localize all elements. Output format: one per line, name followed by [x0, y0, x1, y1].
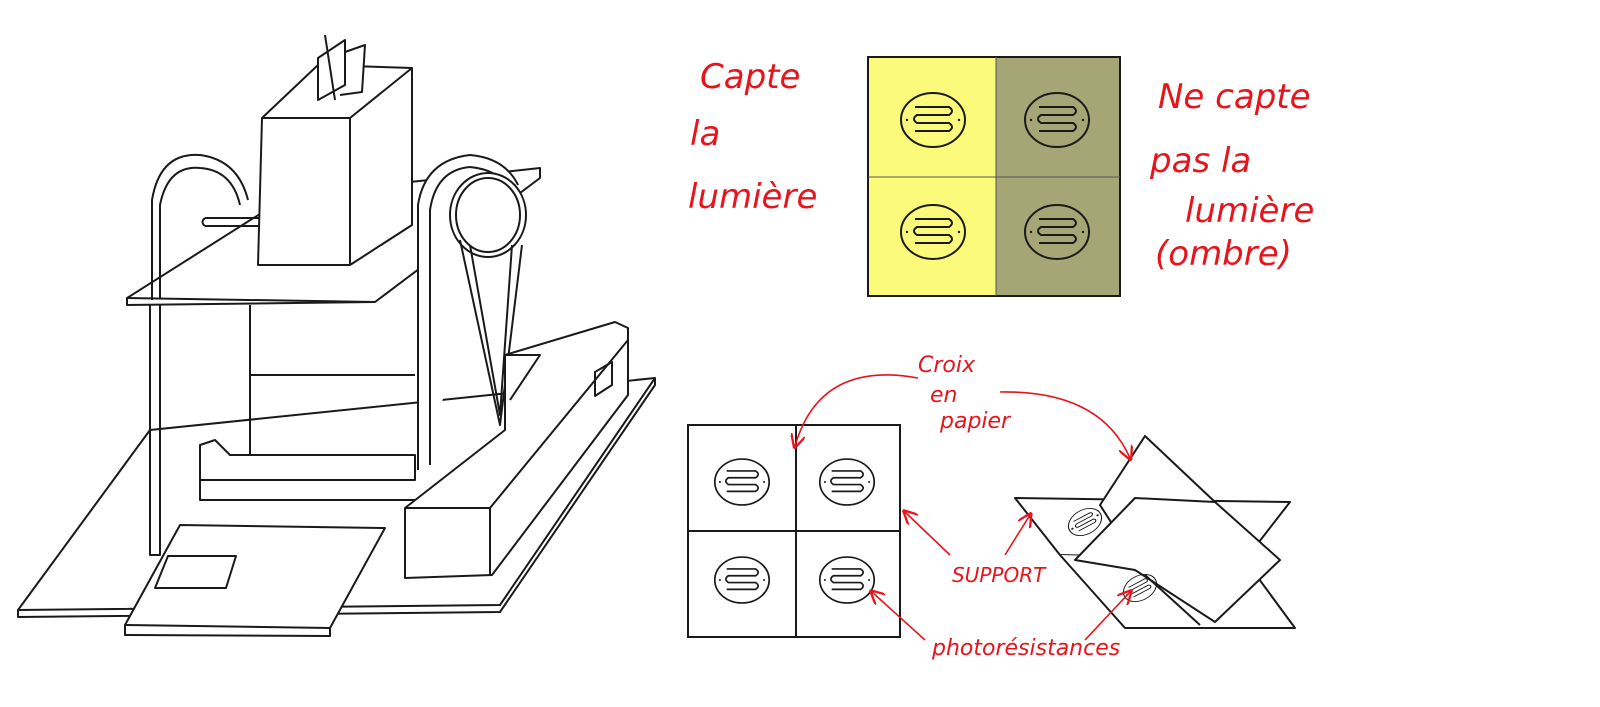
label-line: Croix: [918, 353, 976, 378]
label-line: la: [690, 114, 720, 154]
pulley: [449, 172, 527, 258]
cell-lit-top: [868, 57, 996, 177]
label-line: pas la: [1149, 141, 1251, 181]
front-board: [124, 524, 386, 629]
label-line: (ombre): [1155, 234, 1292, 274]
photoresistor-icon: [818, 458, 876, 506]
light-grid: [867, 56, 1121, 297]
paper-cross-perspective: [1014, 435, 1296, 629]
label-captures-light: Capte la lumière: [688, 57, 817, 217]
label-line: en: [930, 383, 957, 408]
support-grid: [687, 424, 901, 638]
label-photoresistors: photorésistances: [931, 636, 1120, 661]
label-line: lumière: [688, 177, 817, 217]
annotation-arrows: [795, 374, 1130, 641]
machine-drawing: [17, 34, 656, 637]
photoresistor-icon: [713, 458, 771, 506]
photoresistor-icon: [713, 556, 771, 604]
label-paper-cross: Croix en papier: [918, 353, 1012, 434]
label-line: papier: [939, 409, 1012, 434]
cell-shadow-bottom: [996, 177, 1120, 296]
label-support: SUPPORT: [952, 563, 1047, 587]
label-line: lumière: [1185, 191, 1314, 231]
cell-shadow-top: [996, 57, 1120, 177]
label-line: Capte: [700, 57, 800, 97]
cell-lit-bottom: [868, 177, 996, 296]
label-line: Ne capte: [1158, 77, 1311, 117]
top-cross: [317, 34, 366, 101]
photoresistor-icon: [818, 556, 876, 604]
motor-block: [404, 321, 629, 579]
label-no-light: Ne capte pas la lumière (ombre): [1149, 77, 1314, 274]
